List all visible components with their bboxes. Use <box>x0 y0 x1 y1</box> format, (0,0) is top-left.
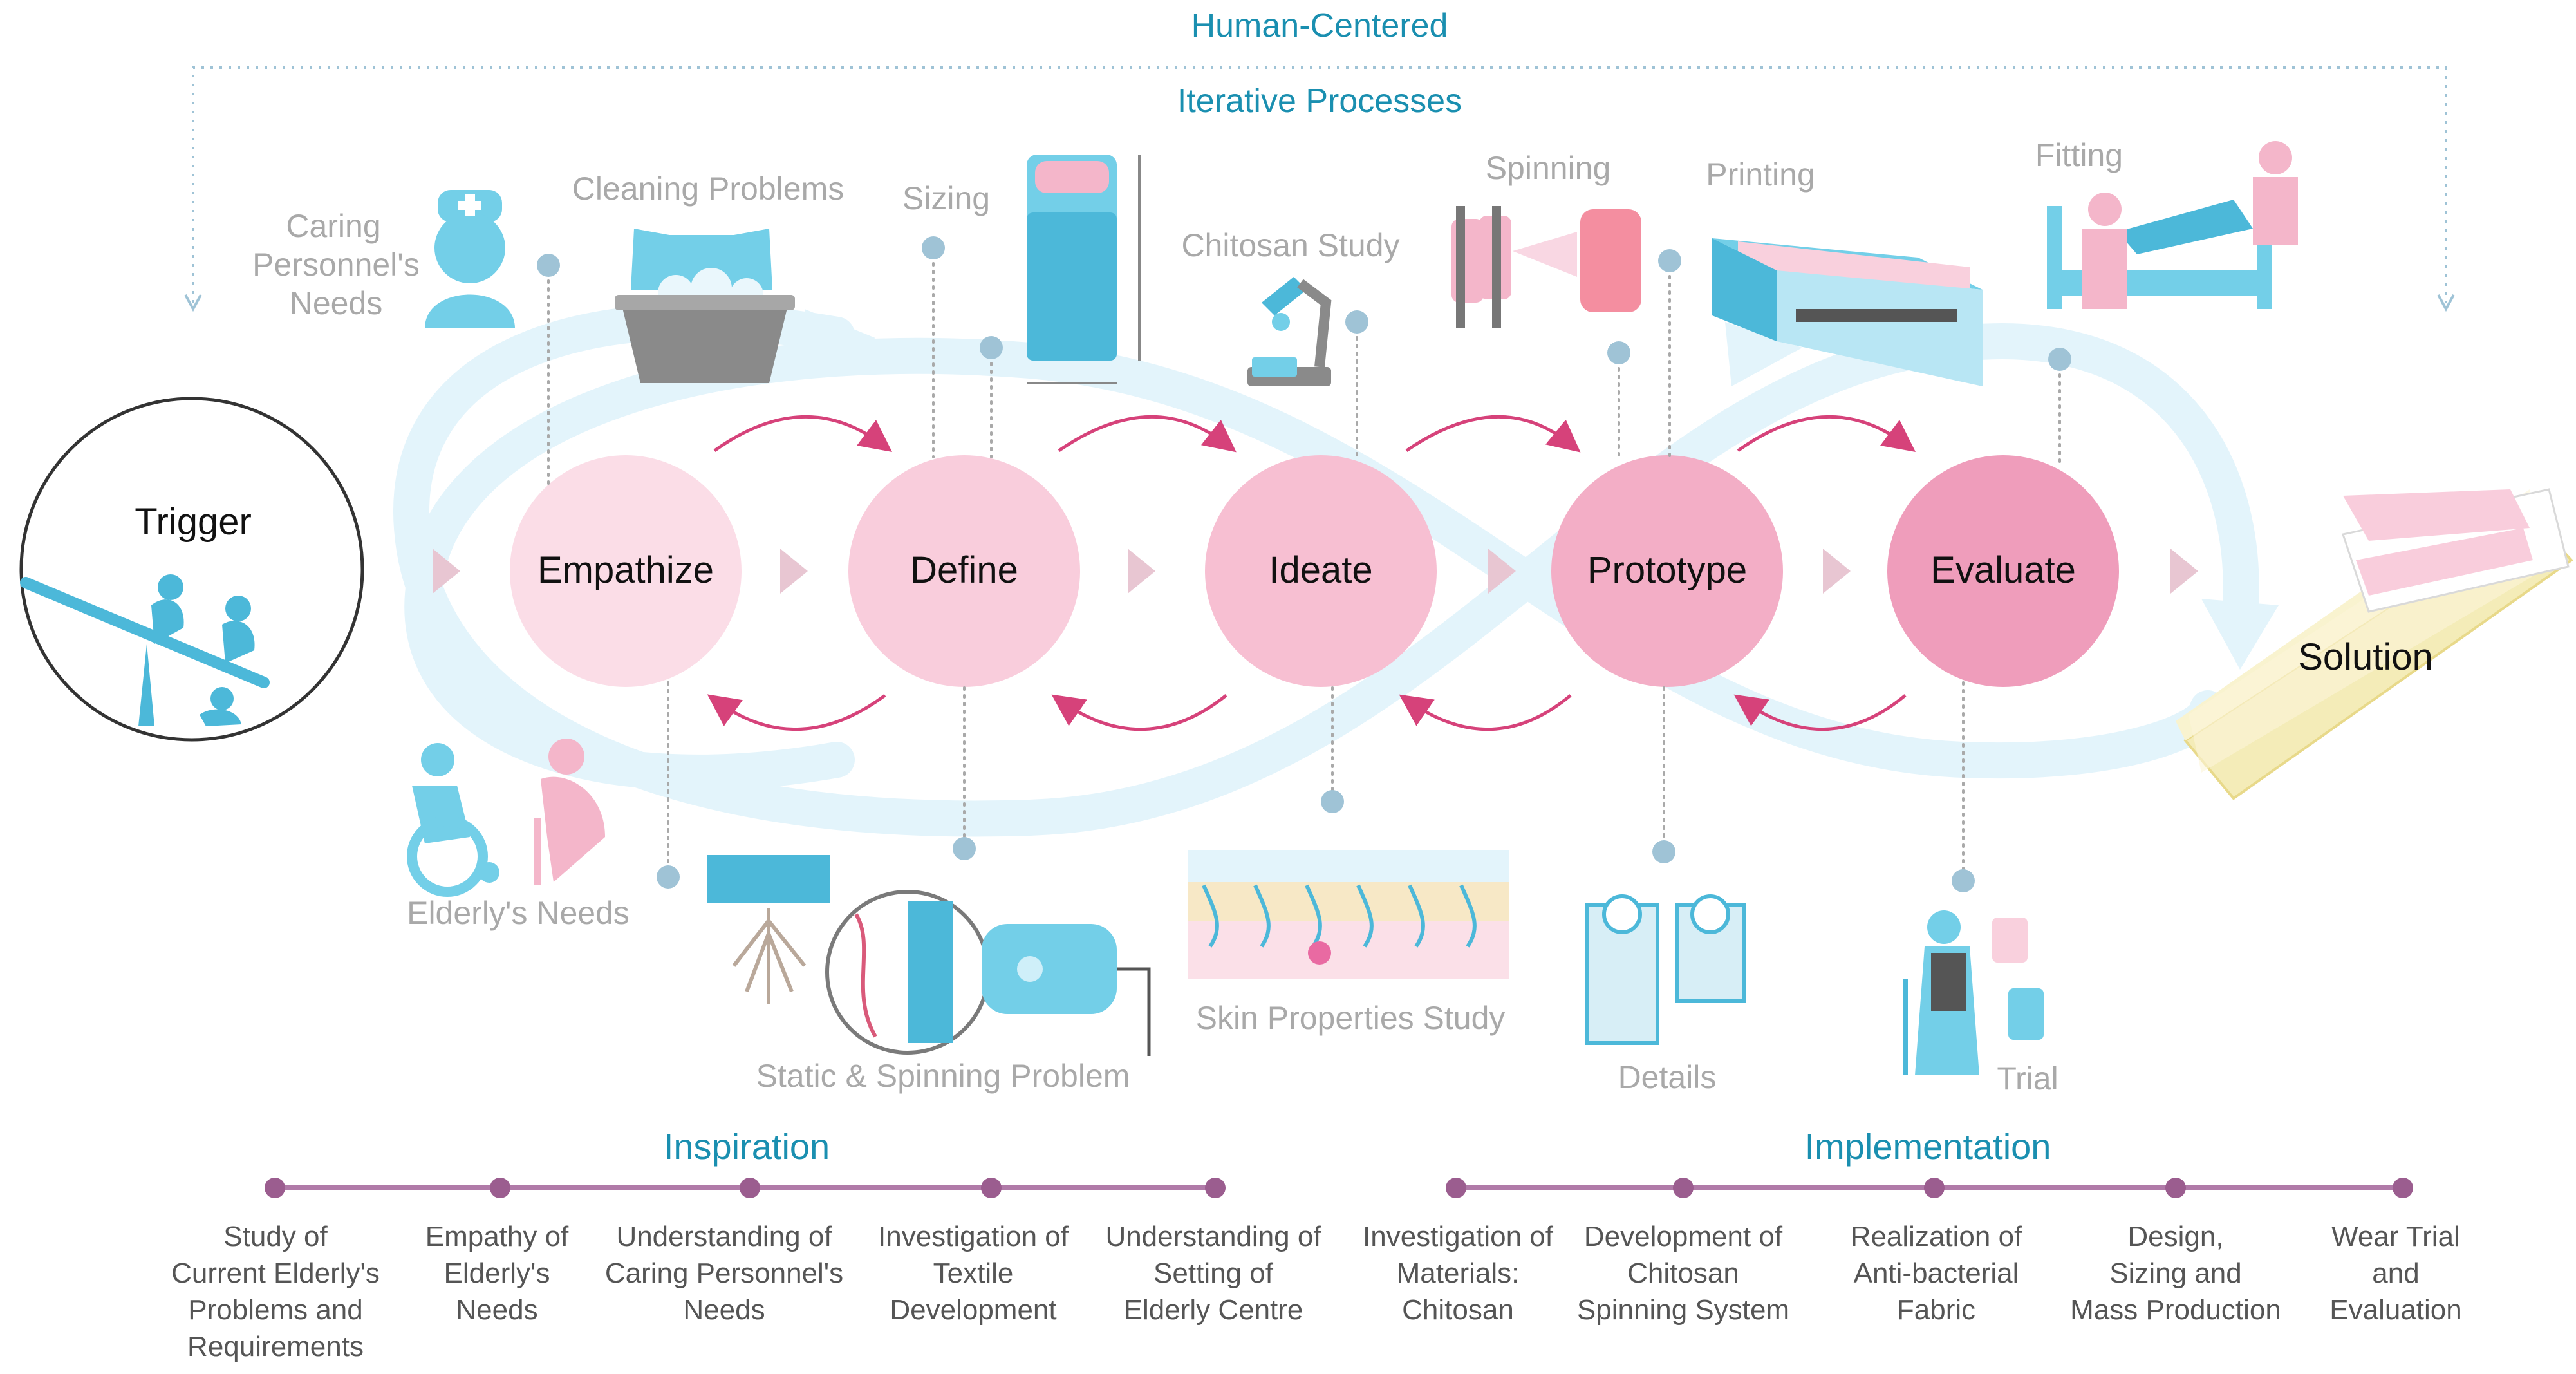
milestone-text: Wear Trial <box>2331 1221 2460 1252</box>
stage-define: Define <box>848 455 1080 687</box>
sizing-label: Sizing <box>902 180 990 216</box>
milestone-text: Current Elderly's <box>171 1257 380 1289</box>
stage-prototype: Prototype <box>1551 455 1783 687</box>
milestone-text: Evaluation <box>2329 1294 2461 1326</box>
milestone-text: Development <box>890 1294 1056 1326</box>
top-labels: Caring Personnel's Needs Cleaning Proble… <box>252 137 2123 321</box>
milestone-text: Caring Personnel's <box>605 1257 843 1289</box>
forward-arrow <box>1058 415 1237 453</box>
printing-label: Printing <box>1706 156 1815 193</box>
milestone-text: Mass Production <box>2070 1294 2281 1326</box>
milestone-text: Development of <box>1584 1221 1783 1252</box>
solution-label: Solution <box>2298 636 2433 678</box>
iteration-arrows <box>707 415 1916 731</box>
implementation-timeline: Implementation Investigation of Material… <box>1363 1126 2462 1326</box>
connectors <box>537 236 2071 892</box>
milestone-text: Sizing and <box>2109 1257 2241 1289</box>
milestone-text: Anti-bacterial <box>1854 1257 2019 1289</box>
human-centered-bracket <box>184 66 2455 312</box>
seesaw-people-icon <box>20 574 270 726</box>
static-spinning-label: Static & Spinning Problem <box>756 1058 1130 1094</box>
iterative-processes-title: Iterative Processes <box>1177 82 1462 120</box>
trigger-node: Trigger <box>19 397 364 742</box>
chitosan-study-label: Chitosan Study <box>1181 227 1399 263</box>
milestone-text: Textile <box>933 1257 1014 1289</box>
trigger-label: Trigger <box>135 501 252 543</box>
bed-sizing-icon <box>1027 155 1141 384</box>
static-spinning-icon <box>707 855 1151 1056</box>
bottom-labels: Elderly's Needs Static & Spinning Proble… <box>407 895 2058 1096</box>
milestone-text: Elderly's <box>444 1257 550 1289</box>
stage-label: Evaluate <box>1930 549 2076 591</box>
backward-arrow <box>1399 694 1572 731</box>
stage-evaluate: Evaluate <box>1887 455 2119 687</box>
skin-properties-label: Skin Properties Study <box>1196 1000 1506 1036</box>
milestone-text: Setting of <box>1153 1257 1274 1289</box>
microscope-icon <box>1247 277 1332 386</box>
stage-ideate: Ideate <box>1205 455 1437 687</box>
printing-table-icon <box>1712 238 1983 386</box>
caring-personnel-label-2: Personnel's <box>252 247 420 283</box>
milestone-text: Spinning System <box>1577 1294 1789 1326</box>
milestone-text: Design, <box>2127 1221 2223 1252</box>
milestone-text: and <box>2372 1257 2419 1289</box>
milestone-text: Elderly Centre <box>1124 1294 1303 1326</box>
washing-basin-icon <box>615 229 795 383</box>
spinning-machine-icon <box>1451 206 1641 328</box>
backward-arrow <box>1051 694 1227 731</box>
spinning-label: Spinning <box>1486 150 1611 186</box>
milestone-text: Empathy of <box>425 1221 569 1252</box>
backward-arrow <box>1733 694 1907 731</box>
inspiration-timeline: Inspiration Study of Current Elderly's P… <box>171 1126 1321 1362</box>
implementation-title: Implementation <box>1805 1126 2051 1167</box>
milestone-text: Fabric <box>1897 1294 1975 1326</box>
milestone-text: Understanding of <box>1105 1221 1321 1252</box>
milestone-text: Investigation of <box>878 1221 1069 1252</box>
stage-label: Empathize <box>537 549 714 591</box>
milestone-text: Materials: <box>1397 1257 1520 1289</box>
forward-arrow <box>1737 415 1916 453</box>
solution-node: Solution <box>2176 488 2574 800</box>
stage-label: Prototype <box>1587 549 1747 591</box>
details-label: Details <box>1618 1059 1717 1095</box>
milestone-text: Chitosan <box>1627 1257 1739 1289</box>
stage-separators <box>433 549 2198 594</box>
stage-label: Define <box>910 549 1018 591</box>
cleaning-problems-label: Cleaning Problems <box>572 171 844 207</box>
milestone-text: Study of <box>223 1221 328 1252</box>
elderly-needs-label: Elderly's Needs <box>407 895 630 931</box>
milestone-text: Chitosan <box>1402 1294 1514 1326</box>
stage-label: Ideate <box>1269 549 1372 591</box>
human-centered-title: Human-Centered <box>1191 7 1448 44</box>
flow-arrowheads <box>805 309 2279 670</box>
inspiration-title: Inspiration <box>664 1126 830 1167</box>
elderly-wheelchair-icon <box>407 739 605 897</box>
milestone-text: Requirements <box>187 1331 364 1362</box>
caring-personnel-label-1: Caring <box>286 208 380 244</box>
skin-cross-section-icon <box>1188 850 1509 979</box>
milestone-text: Needs <box>683 1294 765 1326</box>
forward-arrow <box>713 415 893 453</box>
milestone-text: Understanding of <box>616 1221 832 1252</box>
milestone-text: Needs <box>456 1294 537 1326</box>
milestone-text: Investigation of <box>1363 1221 1554 1252</box>
milestone-text: Realization of <box>1851 1221 2022 1252</box>
forward-arrow <box>1405 415 1581 453</box>
bed-fitting-icon <box>2047 141 2298 309</box>
caring-personnel-label-3: Needs <box>290 285 383 321</box>
trial-label: Trial <box>1997 1060 2058 1096</box>
backward-arrow <box>707 693 886 731</box>
nurse-icon <box>425 190 515 328</box>
stage-empathize: Empathize <box>510 455 742 687</box>
elderly-trial-icon <box>1903 910 2044 1075</box>
milestone-text: Problems and <box>188 1294 362 1326</box>
fitting-label: Fitting <box>2035 137 2123 173</box>
bib-details-icon <box>1585 894 1746 1045</box>
